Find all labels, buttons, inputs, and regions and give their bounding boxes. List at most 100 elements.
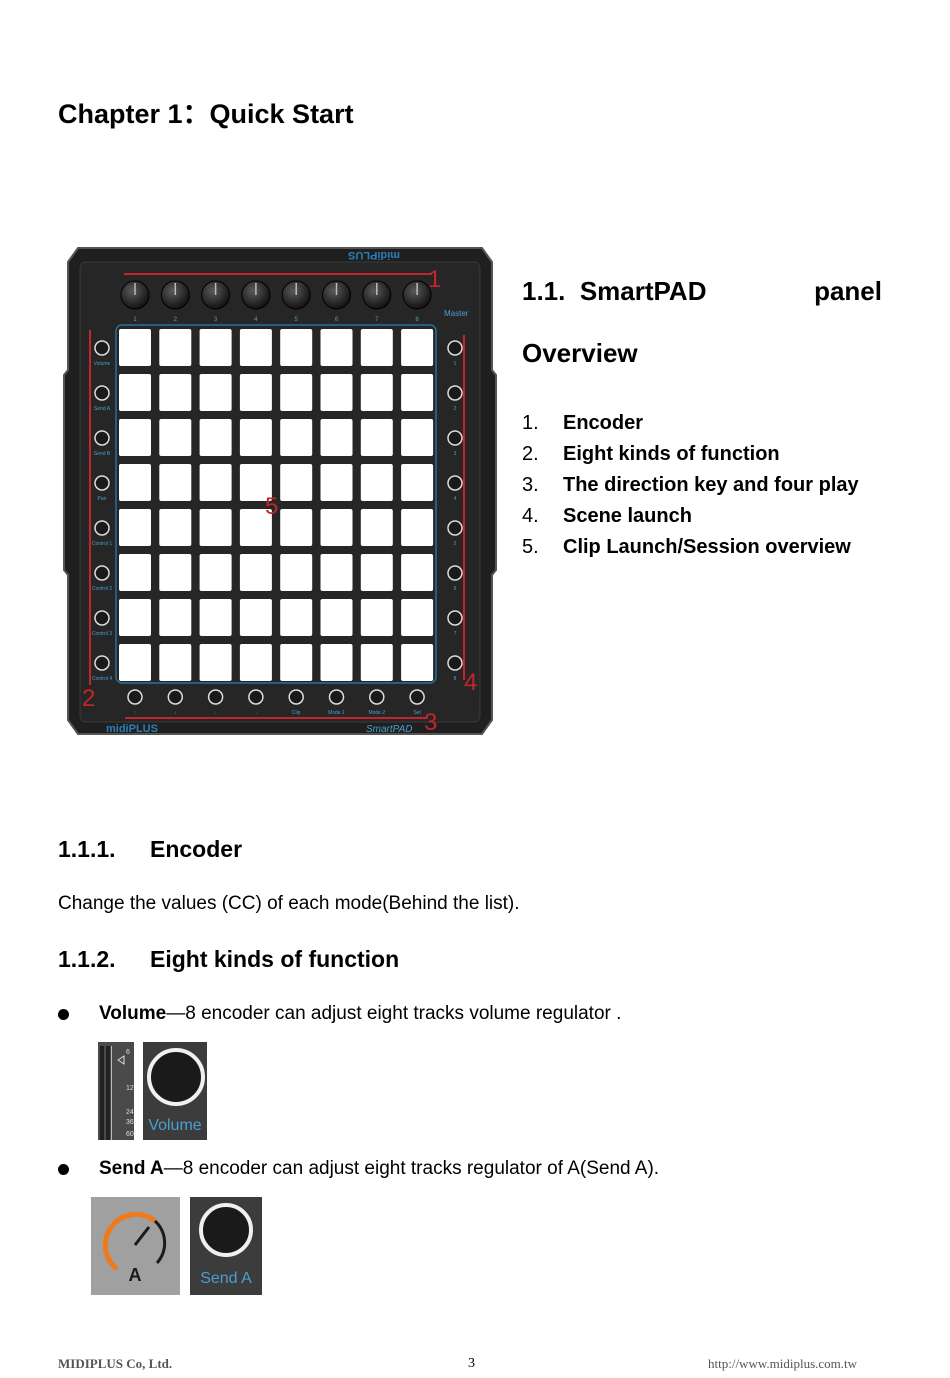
scene-launch-button[interactable] bbox=[447, 340, 463, 356]
clip-pad[interactable] bbox=[159, 509, 192, 546]
clip-pad[interactable] bbox=[239, 329, 272, 366]
clip-pad[interactable] bbox=[239, 374, 272, 411]
direction-button[interactable] bbox=[167, 689, 184, 705]
direction-button[interactable] bbox=[127, 689, 143, 705]
clip-pad[interactable] bbox=[159, 599, 192, 636]
clip-pad[interactable] bbox=[401, 464, 434, 501]
clip-pad[interactable] bbox=[199, 509, 232, 546]
clip-pad[interactable] bbox=[199, 329, 232, 366]
function-button[interactable] bbox=[94, 610, 110, 626]
clip-pad[interactable] bbox=[360, 329, 393, 366]
clip-pad[interactable] bbox=[320, 329, 353, 366]
clip-pad[interactable] bbox=[119, 329, 151, 366]
function-button[interactable] bbox=[94, 565, 110, 581]
clip-pad[interactable] bbox=[199, 644, 232, 681]
scene-launch-button[interactable] bbox=[447, 385, 463, 401]
clip-pad[interactable] bbox=[280, 509, 313, 546]
clip-pad[interactable] bbox=[119, 554, 151, 591]
clip-pad[interactable] bbox=[320, 419, 353, 456]
clip-pad[interactable] bbox=[239, 599, 272, 636]
clip-pad[interactable] bbox=[239, 464, 272, 501]
clip-pad[interactable] bbox=[320, 509, 353, 546]
clip-pad[interactable] bbox=[199, 464, 232, 501]
scene-launch-button[interactable] bbox=[447, 655, 463, 671]
scene-launch-button[interactable] bbox=[447, 475, 463, 491]
clip-pad[interactable] bbox=[239, 554, 272, 591]
clip-pad[interactable] bbox=[159, 554, 192, 591]
clip-pad[interactable] bbox=[401, 554, 434, 591]
pad-area-border bbox=[115, 324, 437, 684]
clip-pad[interactable] bbox=[199, 419, 232, 456]
direction-button[interactable] bbox=[248, 689, 264, 705]
clip-pad[interactable] bbox=[119, 644, 151, 681]
clip-pad[interactable] bbox=[159, 464, 192, 501]
clip-pad[interactable] bbox=[239, 644, 272, 681]
direction-button[interactable] bbox=[207, 689, 224, 705]
clip-pad[interactable] bbox=[401, 509, 434, 546]
clip-pad[interactable] bbox=[360, 644, 393, 681]
direction-button[interactable] bbox=[409, 689, 425, 705]
brand-logo-top: midiPLUS bbox=[348, 249, 400, 261]
clip-pad[interactable] bbox=[280, 419, 313, 456]
clip-pad[interactable] bbox=[159, 329, 192, 366]
clip-pad[interactable] bbox=[320, 644, 353, 681]
volume-knob-image: Volume bbox=[143, 1042, 207, 1140]
function-button[interactable] bbox=[94, 475, 110, 491]
pad-grid bbox=[119, 329, 434, 681]
clip-pad[interactable] bbox=[401, 419, 434, 456]
clip-pad[interactable] bbox=[280, 644, 313, 681]
function-button[interactable] bbox=[94, 340, 110, 356]
clip-pad[interactable] bbox=[159, 374, 192, 411]
clip-pad[interactable] bbox=[280, 554, 313, 591]
direction-button[interactable] bbox=[369, 689, 385, 705]
clip-pad[interactable] bbox=[119, 509, 151, 546]
clip-pad[interactable] bbox=[159, 644, 192, 681]
clip-pad[interactable] bbox=[159, 419, 192, 456]
clip-pad[interactable] bbox=[199, 599, 232, 636]
clip-pad[interactable] bbox=[199, 374, 232, 411]
model-logo: SmartPAD bbox=[366, 724, 413, 735]
clip-pad[interactable] bbox=[320, 464, 353, 501]
clip-pad[interactable] bbox=[401, 329, 434, 366]
clip-pad[interactable] bbox=[239, 419, 272, 456]
direction-button-label: Clip bbox=[292, 710, 301, 716]
volume-knob-label: Volume bbox=[148, 1117, 201, 1134]
clip-pad[interactable] bbox=[199, 554, 232, 591]
clip-pad[interactable] bbox=[401, 644, 434, 681]
clip-pad[interactable] bbox=[320, 374, 353, 411]
clip-pad[interactable] bbox=[360, 464, 393, 501]
clip-pad[interactable] bbox=[280, 329, 313, 366]
clip-pad[interactable] bbox=[360, 374, 393, 411]
function-button[interactable] bbox=[94, 655, 110, 671]
scene-launch-button[interactable] bbox=[447, 520, 463, 536]
function-button[interactable] bbox=[94, 430, 110, 446]
clip-pad[interactable] bbox=[119, 419, 151, 456]
footer-url: http://www.midiplus.com.tw bbox=[708, 1356, 858, 1371]
clip-pad[interactable] bbox=[320, 599, 353, 636]
subsection-encoder-heading: 1.1.1.Encoder bbox=[58, 836, 243, 862]
clip-pad[interactable] bbox=[360, 419, 393, 456]
function-button[interactable] bbox=[94, 385, 110, 401]
direction-button[interactable] bbox=[328, 689, 345, 705]
scene-launch-button[interactable] bbox=[447, 610, 463, 626]
section-title-line2: Overview bbox=[522, 338, 638, 368]
scene-launch-button[interactable] bbox=[447, 430, 463, 446]
direction-button[interactable] bbox=[288, 689, 304, 705]
clip-pad[interactable] bbox=[401, 599, 434, 636]
clip-pad[interactable] bbox=[360, 599, 393, 636]
function-button[interactable] bbox=[94, 520, 110, 536]
clip-pad[interactable] bbox=[119, 374, 151, 411]
clip-pad[interactable] bbox=[360, 509, 393, 546]
clip-pad[interactable] bbox=[119, 599, 151, 636]
clip-pad[interactable] bbox=[280, 464, 313, 501]
clip-pad[interactable] bbox=[401, 374, 434, 411]
clip-pad[interactable] bbox=[280, 374, 313, 411]
scene-launch-button[interactable] bbox=[447, 565, 463, 581]
clip-pad[interactable] bbox=[320, 554, 353, 591]
clip-pad[interactable] bbox=[280, 599, 313, 636]
clip-pad[interactable] bbox=[119, 464, 151, 501]
clip-pad[interactable] bbox=[360, 554, 393, 591]
clip-pad[interactable] bbox=[239, 509, 272, 546]
